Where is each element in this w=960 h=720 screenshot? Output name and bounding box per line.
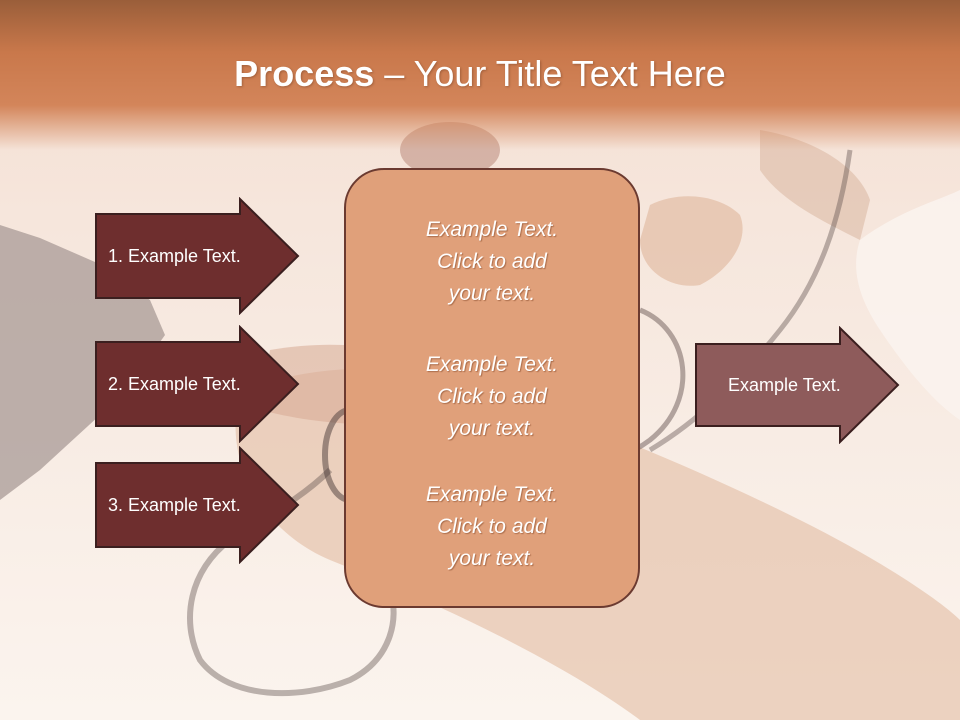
center-line: Click to add bbox=[437, 385, 547, 408]
center-text-box[interactable]: Example Text. Click to add your text. Ex… bbox=[344, 168, 640, 608]
title-bold: Process bbox=[234, 53, 375, 94]
left-arrow-2[interactable]: 2. Example Text. bbox=[94, 325, 300, 443]
left-arrow-label: 2. Example Text. bbox=[108, 373, 241, 394]
center-line: Example Text. bbox=[425, 353, 559, 376]
center-block-1: Example Text. Click to add your text. bbox=[346, 214, 638, 310]
center-line: your text. bbox=[448, 547, 536, 570]
center-line: your text. bbox=[448, 417, 536, 440]
right-arrow-label: Example Text. bbox=[728, 374, 841, 395]
center-line: your text. bbox=[448, 282, 536, 305]
center-line: Example Text. bbox=[425, 483, 559, 506]
arrow-shape-icon bbox=[95, 446, 300, 564]
center-line: Example Text. bbox=[425, 218, 559, 241]
center-block-3: Example Text. Click to add your text. bbox=[346, 479, 638, 575]
left-arrow-label: 3. Example Text. bbox=[108, 494, 241, 515]
arrow-shape-icon bbox=[95, 325, 300, 443]
title-band bbox=[0, 0, 960, 150]
center-block-2: Example Text. Click to add your text. bbox=[346, 349, 638, 445]
title-rest: – Your Title Text Here bbox=[374, 53, 726, 94]
arrow-shape-icon bbox=[695, 326, 900, 444]
left-arrow-label: 1. Example Text. bbox=[108, 245, 241, 266]
slide-title: Process – Your Title Text Here bbox=[0, 50, 960, 98]
arrow-shape-icon bbox=[95, 197, 300, 315]
center-line: Click to add bbox=[437, 250, 547, 273]
left-arrow-3[interactable]: 3. Example Text. bbox=[94, 446, 300, 564]
right-arrow[interactable]: Example Text. bbox=[694, 326, 900, 444]
left-arrow-1[interactable]: 1. Example Text. bbox=[94, 197, 300, 315]
center-line: Click to add bbox=[437, 515, 547, 538]
